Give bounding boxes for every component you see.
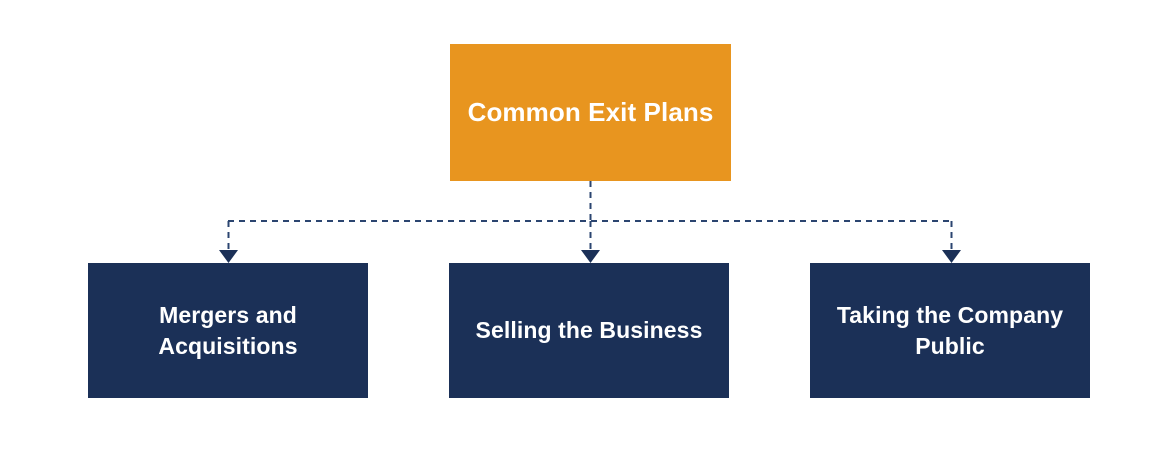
arrowhead-icon-left — [219, 250, 238, 263]
node-root-label: Common Exit Plans — [467, 97, 714, 128]
node-root-common-exit-plans[interactable]: Common Exit Plans — [450, 44, 731, 181]
node-child-label: Taking the Company Public — [836, 301, 1064, 359]
node-child-taking-the-company-public[interactable]: Taking the Company Public — [810, 263, 1090, 398]
node-child-label: Mergers and Acquisitions — [158, 301, 298, 359]
node-child-mergers-and-acquisitions[interactable]: Mergers and Acquisitions — [88, 263, 368, 398]
node-child-selling-the-business[interactable]: Selling the Business — [449, 263, 729, 398]
arrowhead-icon-middle — [581, 250, 600, 263]
arrowhead-icon-right — [942, 250, 961, 263]
node-child-label: Selling the Business — [475, 317, 703, 344]
